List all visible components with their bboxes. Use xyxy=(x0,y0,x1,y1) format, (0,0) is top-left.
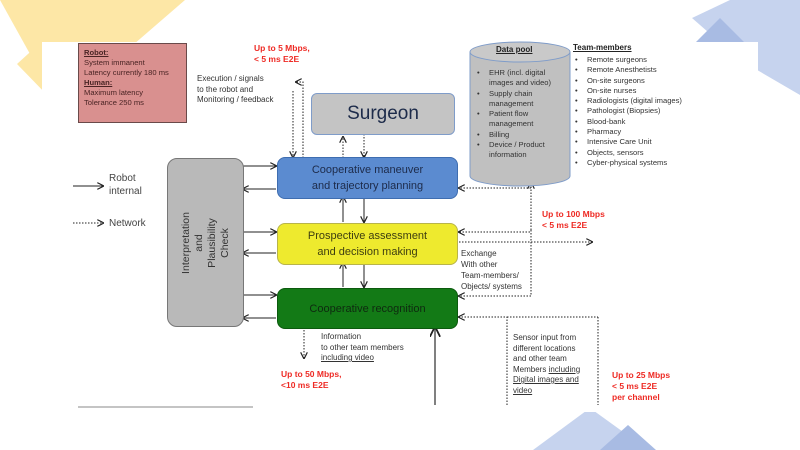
info-link-line1: Up to 50 Mbps, xyxy=(281,369,342,379)
robot-heading: Robot: xyxy=(84,48,109,57)
team-member-item: Cyber-physical systems xyxy=(573,158,682,169)
recognition-block: Cooperative recognition xyxy=(277,288,458,329)
team-members-title: Team-members xyxy=(573,43,632,52)
surgeon-link-bandwidth: Up to 5 Mbps, < 5 ms E2E xyxy=(254,43,310,65)
human-line1: Maximum latency xyxy=(84,88,144,97)
arrow-to-execution xyxy=(296,82,304,158)
arrow-sensor-to-recognition xyxy=(459,317,508,405)
robot-line2: Latency currently 180 ms xyxy=(84,68,169,77)
data-pool-item: EHR (incl. digital images and video) xyxy=(475,68,571,89)
latency-note: Robot: System immanent Latency currently… xyxy=(78,43,187,123)
info-annotation: Information to other team members includ… xyxy=(321,332,404,364)
surgeon-link-line2: < 5 ms E2E xyxy=(254,54,300,64)
plausibility-line3: Plausibility xyxy=(205,217,218,268)
assessment-block: Prospective assessment and decision maki… xyxy=(277,223,458,265)
team-members-list: Remote surgeons Remote Anesthetists On-s… xyxy=(573,55,682,169)
exchange-line4: Objects/ systems xyxy=(461,282,522,291)
info-link-bandwidth: Up to 50 Mbps, <10 ms E2E xyxy=(281,369,341,391)
arrow-exchange-to-recognition xyxy=(459,230,532,296)
deco-blue-triangle-right xyxy=(600,425,656,450)
info-line2: to other team members xyxy=(321,342,404,352)
sensor-line2: different locations xyxy=(513,343,576,353)
team-member-item: On-site surgeons xyxy=(573,76,682,87)
surgeon-block: Surgeon xyxy=(311,93,455,135)
team-member-item: Blood-bank xyxy=(573,117,682,128)
data-pool-item: Billing xyxy=(475,130,571,141)
data-pool-item: Patient flow management xyxy=(475,109,571,130)
info-line1: Information xyxy=(321,332,362,341)
team-member-item: Remote surgeons xyxy=(573,55,682,66)
exchange-link-bandwidth: Up to 100 Mbps < 5 ms E2E xyxy=(542,209,605,231)
sensor-link-line1: Up to 25 Mbps xyxy=(612,370,671,380)
sensor-link-line2: < 5 ms E2E xyxy=(612,381,658,391)
sensor-line4a: Members xyxy=(513,364,549,374)
team-member-item: Pharmacy xyxy=(573,127,682,138)
plausibility-line4: Check xyxy=(218,227,231,258)
plausibility-block: Interpretation and Plausibility Check xyxy=(167,158,244,327)
team-member-item: Pathologist (Biopsies) xyxy=(573,106,682,117)
sensor-annotation: Sensor input from different locations an… xyxy=(513,333,580,396)
sensor-line1: Sensor input from xyxy=(513,333,577,342)
sensor-link-line3: per channel xyxy=(612,392,660,402)
team-member-item: On-site nurses xyxy=(573,86,682,97)
data-pool-list: EHR (incl. digital images and video) Sup… xyxy=(475,68,571,161)
human-line2: Tolerance 250 ms xyxy=(84,98,144,107)
sensor-line3: and other team xyxy=(513,354,567,363)
data-pool-title: Data pool xyxy=(496,45,533,54)
data-pool-item: Device / Product information xyxy=(475,140,571,161)
execution-annotation: Execution / signals to the robot and Mon… xyxy=(197,74,274,106)
info-line3: including video xyxy=(321,353,374,362)
plausibility-line2: and xyxy=(192,233,205,252)
exchange-line1: Exchange xyxy=(461,249,497,258)
sensor-link-bandwidth: Up to 25 Mbps < 5 ms E2E per channel xyxy=(612,370,670,403)
legend-robot-line1: Robot xyxy=(109,173,136,184)
human-heading: Human: xyxy=(84,78,113,87)
execution-line3: Monitoring / feedback xyxy=(197,95,274,104)
exchange-line2: With other xyxy=(461,260,498,269)
execution-line2: to the robot and xyxy=(197,84,254,94)
exchange-line3: Team-members/ xyxy=(461,271,519,280)
recognition-label: Cooperative recognition xyxy=(309,302,426,315)
assessment-line1: Prospective assessment xyxy=(307,230,428,242)
legend-robot-internal: Robot internal xyxy=(109,172,142,198)
maneuver-line1: Cooperative maneuver xyxy=(311,164,424,176)
plausibility-line1: Interpretation xyxy=(179,211,192,274)
sensor-line5: Digital images and xyxy=(513,375,579,384)
team-member-item: Remote Anesthetists xyxy=(573,65,682,76)
team-member-item: Intensive Care Unit xyxy=(573,137,682,148)
robot-line1: System immanent xyxy=(84,58,145,67)
team-member-item: Objects, sensors xyxy=(573,148,682,159)
info-link-line2: <10 ms E2E xyxy=(281,380,329,390)
legend-robot-line2: internal xyxy=(109,186,142,197)
legend-network: Network xyxy=(109,218,146,229)
exchange-link-line1: Up to 100 Mbps xyxy=(542,209,605,219)
surgeon-link-line1: Up to 5 Mbps, xyxy=(254,43,310,53)
exchange-link-line2: < 5 ms E2E xyxy=(542,220,588,230)
exchange-annotation: Exchange With other Team-members/ Object… xyxy=(461,248,522,292)
surgeon-label: Surgeon xyxy=(347,103,419,124)
data-pool-item: Supply chain management xyxy=(475,89,571,110)
execution-line1: Execution / signals xyxy=(197,74,264,83)
team-member-item: Radiologists (digital images) xyxy=(573,96,682,107)
maneuver-block: Cooperative maneuver and trajectory plan… xyxy=(277,157,458,199)
assessment-line2: and decision making xyxy=(317,246,418,258)
arrow-datapool-to-maneuver xyxy=(459,188,532,230)
arrow-exchange-to-assessment xyxy=(459,230,532,232)
sensor-line6: video xyxy=(513,385,533,395)
maneuver-line2: and trajectory planning xyxy=(311,180,424,192)
sensor-line4b: including xyxy=(548,364,581,374)
